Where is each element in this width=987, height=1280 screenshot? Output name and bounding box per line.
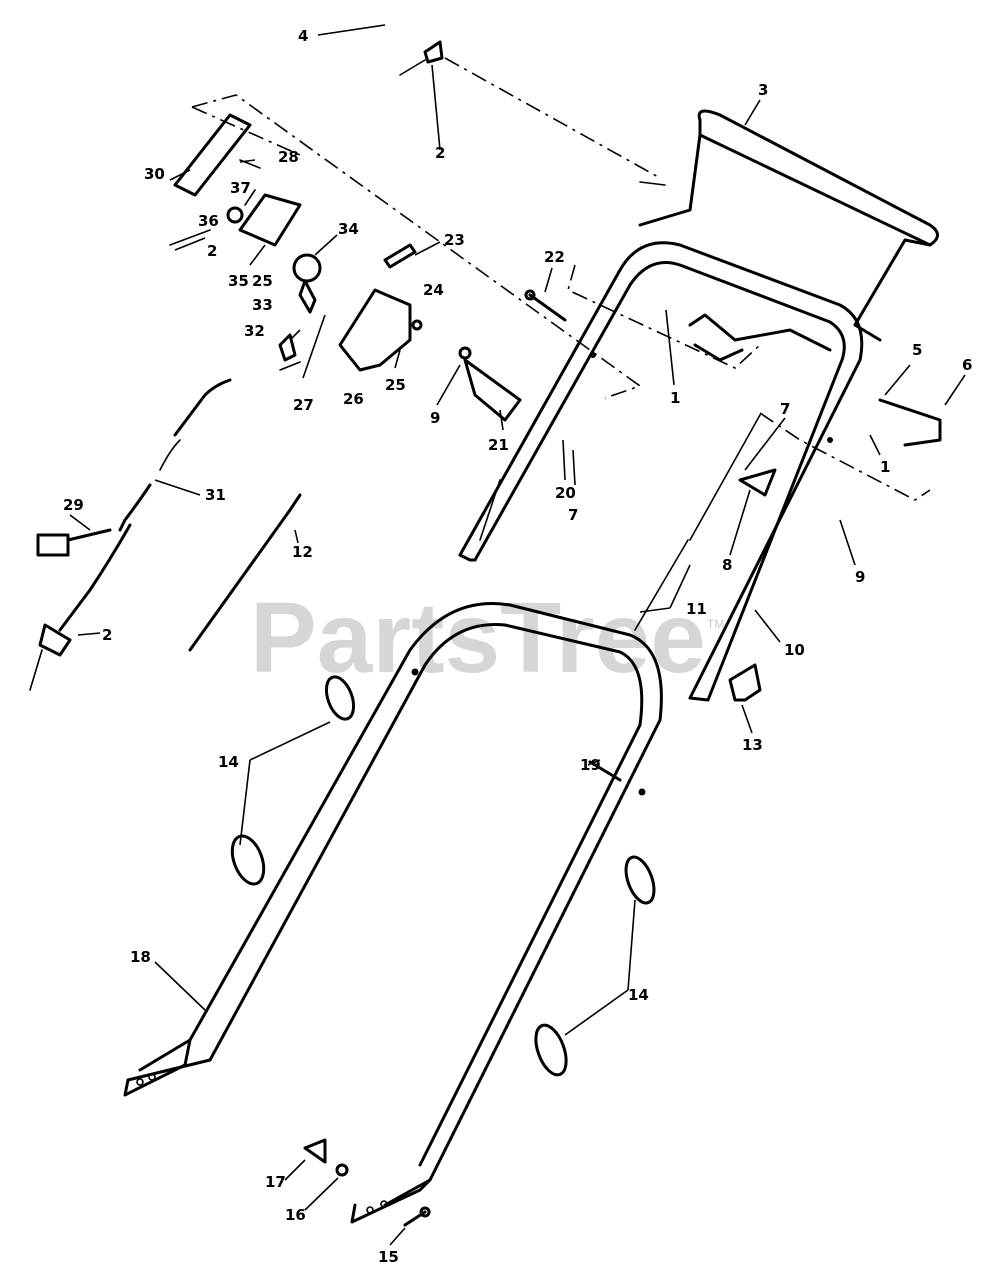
bolt-19 (588, 760, 622, 782)
wire-harness (118, 378, 232, 532)
callout-36: 36 (198, 212, 219, 230)
wing-knob (728, 663, 762, 702)
callout-28: 28 (278, 148, 299, 166)
callout-17: 17 (265, 1173, 286, 1191)
top-handle-bar (638, 109, 939, 342)
callout-27: 27 (293, 396, 314, 414)
callout-13: 13 (742, 736, 763, 754)
callout-29: 29 (63, 496, 84, 514)
callout-2: 2 (102, 626, 112, 644)
callout-26: 26 (343, 390, 364, 408)
callout-14: 14 (218, 753, 239, 771)
lower-handle-front (123, 601, 663, 1224)
callout-25: 25 (252, 272, 273, 290)
callout-7: 7 (780, 400, 790, 418)
cable-tie-4 (534, 1023, 568, 1077)
assembly-lines (191, 57, 931, 501)
throttle-cable (29, 40, 444, 691)
callout-9: 9 (430, 409, 440, 427)
linkage (634, 414, 777, 631)
callout-34: 34 (338, 220, 359, 238)
callout-31: 31 (205, 486, 226, 504)
callout-30: 30 (144, 165, 165, 183)
callout-33: 33 (252, 296, 273, 314)
watermark-tm: TM (707, 617, 724, 631)
control-rod (688, 313, 942, 447)
callout-2: 2 (207, 242, 217, 260)
callout-12: 12 (292, 543, 313, 561)
callout-2: 2 (435, 144, 445, 162)
leader-lines (69, 24, 966, 1246)
callout-14: 14 (628, 986, 649, 1004)
callout-10: 10 (784, 641, 805, 659)
connector (36, 528, 112, 557)
callout-22: 22 (544, 248, 565, 266)
callout-19: 19 (580, 756, 601, 774)
callout-5: 5 (912, 341, 922, 359)
callout-8: 8 (722, 556, 732, 574)
bolt-22 (524, 289, 567, 322)
switch (278, 333, 301, 371)
callout-21: 21 (488, 436, 509, 454)
watermark: PartsTree (250, 582, 706, 694)
callout-35: 35 (228, 272, 249, 290)
callout-4: 4 (298, 27, 308, 45)
cable-tie-3 (624, 855, 656, 905)
callout-37: 37 (230, 179, 251, 197)
cable-bracket (458, 346, 522, 422)
callout-15: 15 (378, 1248, 399, 1266)
bracket (338, 288, 423, 372)
callouts: 4 2 3 30 28 37 36 2 35 25 34 23 22 33 32… (63, 27, 972, 1266)
callout-16: 16 (285, 1206, 306, 1224)
callout-11: 11 (686, 600, 707, 618)
callout-1: 1 (670, 389, 680, 407)
switch-housing (238, 193, 302, 247)
spring (383, 243, 417, 269)
callout-25: 25 (385, 376, 406, 394)
callout-9: 9 (855, 568, 865, 586)
cable-12 (188, 493, 302, 652)
callout-1: 1 (880, 458, 890, 476)
callout-24: 24 (423, 281, 444, 299)
small-parts-bottom (303, 1138, 431, 1227)
callout-6: 6 (962, 356, 972, 374)
callout-7: 7 (568, 506, 578, 524)
callout-20: 20 (555, 484, 576, 502)
callout-23: 23 (444, 231, 465, 249)
switch-cover (173, 113, 252, 197)
cable-tie-1 (324, 675, 356, 721)
knob (292, 253, 322, 314)
cable-tie-2 (230, 834, 266, 886)
upper-handle (458, 241, 864, 702)
callout-3: 3 (758, 81, 768, 99)
callout-18: 18 (130, 948, 151, 966)
callout-32: 32 (244, 322, 265, 340)
